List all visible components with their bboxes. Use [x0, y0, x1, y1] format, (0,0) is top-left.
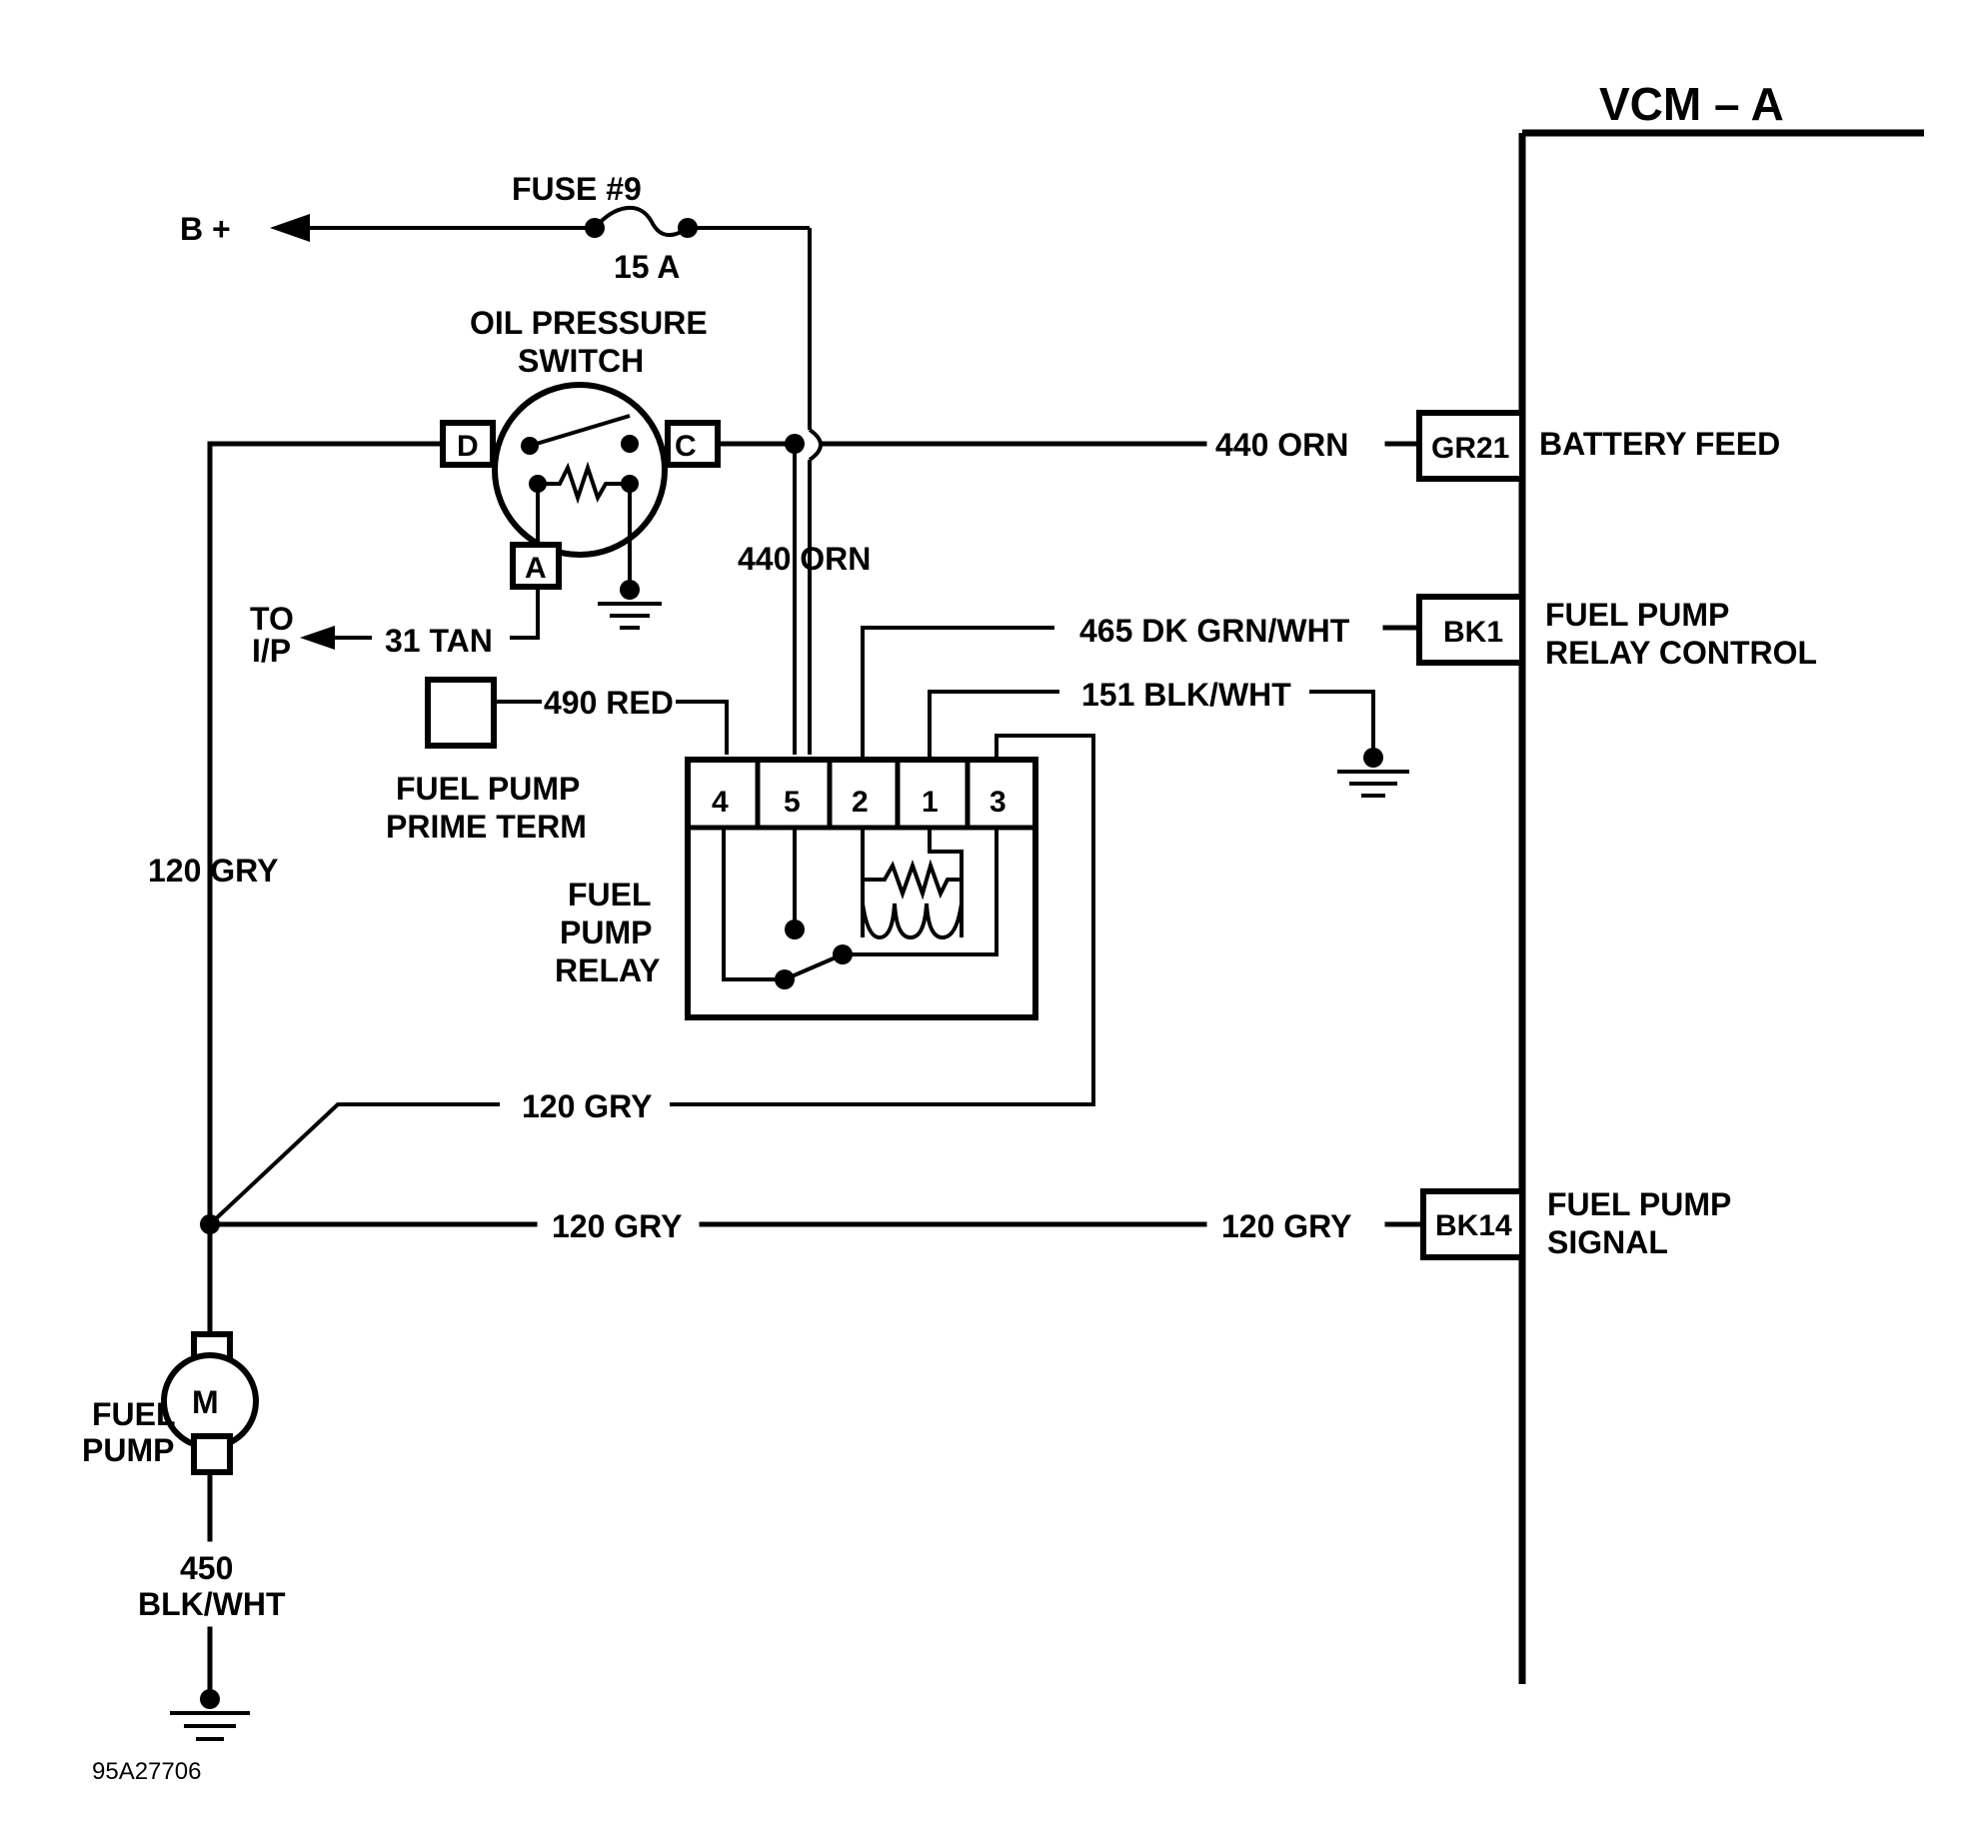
- vcm-pin-bk1: BK1: [1443, 616, 1503, 649]
- vcm-pin-bk1-desc-2: RELAY CONTROL: [1545, 635, 1817, 671]
- wire-31-tan-label: 31 TAN: [385, 623, 493, 659]
- oil-switch-pin-d: D: [457, 430, 479, 463]
- vcm-pin-bk1-desc-1: FUEL PUMP: [1545, 597, 1729, 633]
- relay-pin-2: 2: [852, 786, 869, 819]
- arrow-left-icon: [300, 626, 335, 650]
- wire-440-orn-top-label: 440 ORN: [1215, 427, 1348, 463]
- fuse-rating: 15 A: [614, 249, 680, 285]
- oil-pressure-switch: OIL PRESSURE SWITCH D C A: [440, 305, 721, 630]
- relay-pin-5: 5: [784, 786, 801, 819]
- wire-151-blk-wht-label: 151 BLK/WHT: [1081, 677, 1291, 713]
- relay-label-2: PUMP: [560, 915, 652, 950]
- vcm-module: VCM – A: [1518, 78, 1924, 1684]
- to-ip-line-1: TO: [250, 601, 294, 637]
- motor-icon: M: [192, 1384, 219, 1420]
- relay-label-3: RELAY: [555, 952, 661, 988]
- motor-label-1: FUEL: [92, 1396, 176, 1432]
- oil-switch-title-1: OIL PRESSURE: [470, 305, 708, 341]
- fuel-pump-prime-terminal: [425, 677, 497, 749]
- vcm-pin-gr21-desc: BATTERY FEED: [1539, 426, 1780, 462]
- oil-switch-title-2: SWITCH: [518, 343, 644, 379]
- wire-490-red-label: 490 RED: [544, 685, 674, 721]
- fuse-name: FUSE #9: [512, 171, 642, 207]
- relay-label-1: FUEL: [568, 877, 652, 913]
- figure-id: 95A27706: [92, 1758, 201, 1785]
- wire-crossover: [808, 428, 823, 462]
- fuel-pump-relay: 4 5 2 1 3 FUEL PUMP RELAY: [555, 757, 1038, 1020]
- battery-feed: B +: [180, 211, 595, 247]
- ground-icon: [170, 1689, 250, 1741]
- wire-120-gry-lower-label: 120 GRY: [552, 1208, 682, 1244]
- wire-120-gry-left-label: 120 GRY: [148, 853, 278, 889]
- ground-icon: [1337, 748, 1409, 798]
- motor-label-2: PUMP: [82, 1432, 174, 1468]
- relay-pin-4: 4: [712, 786, 729, 819]
- wire-450-color: BLK/WHT: [138, 1586, 286, 1622]
- vcm-pin-bk14-desc-1: FUEL PUMP: [1547, 1186, 1731, 1222]
- wire-440-orn-vertical-label: 440 ORN: [738, 541, 871, 577]
- relay-pin-1: 1: [922, 786, 939, 819]
- wire-120-gry-upper-label: 120 GRY: [522, 1088, 652, 1124]
- fuel-pump-motor: M FUEL PUMP: [82, 1221, 259, 1542]
- wire-465-dk-grn-wht-label: 465 DK GRN/WHT: [1079, 613, 1350, 649]
- oil-switch-pin-a: A: [525, 552, 547, 585]
- vcm-pin-bk14: BK14: [1435, 1209, 1512, 1242]
- to-ip-line-2: I/P: [252, 633, 291, 669]
- fuse-9: FUSE #9 15 A: [512, 171, 812, 430]
- vcm-pin-gr21: GR21: [1431, 432, 1509, 465]
- oil-switch-pin-c: C: [675, 430, 697, 463]
- vcm-pin-bk14-desc-2: SIGNAL: [1547, 1224, 1668, 1260]
- relay-pin-3: 3: [990, 786, 1006, 819]
- prime-term-line-1: FUEL PUMP: [396, 771, 580, 807]
- wire-450-number: 450: [180, 1550, 233, 1586]
- prime-term-line-2: PRIME TERM: [386, 809, 587, 845]
- arrow-left-icon: [270, 214, 310, 242]
- vcm-module-label: VCM – A: [1599, 78, 1784, 130]
- wire-120-gry-right-label: 120 GRY: [1221, 1208, 1351, 1244]
- battery-positive-label: B +: [180, 211, 231, 247]
